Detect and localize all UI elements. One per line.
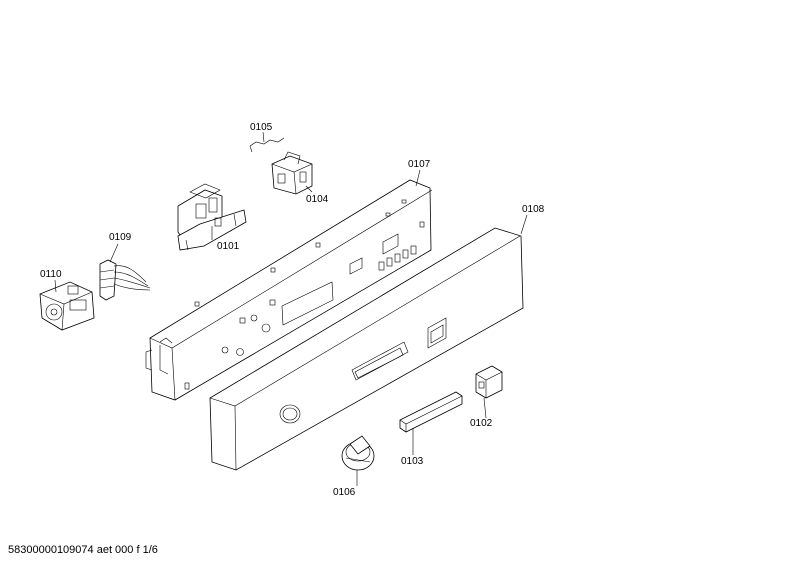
label-0108: 0108 [522, 204, 545, 215]
part-0102-button [475, 365, 503, 399]
part-0104-switch [271, 151, 313, 195]
leader-lines [54, 131, 528, 486]
label-0103: 0103 [401, 456, 424, 467]
label-0101: 0101 [217, 241, 240, 252]
label-0106: 0106 [333, 487, 356, 498]
part-0109-connector [99, 259, 151, 301]
label-0105: 0105 [250, 122, 273, 133]
part-0105-wire [249, 137, 285, 153]
part-0107-frame [145, 179, 433, 401]
label-0109: 0109 [109, 232, 132, 243]
part-0103-lightbar [399, 391, 463, 433]
part-labels: 0101 0102 0103 0104 0105 0106 0107 0108 … [40, 122, 545, 498]
label-0102: 0102 [470, 418, 493, 429]
label-0104: 0104 [306, 194, 329, 205]
label-0110: 0110 [40, 269, 62, 280]
part-0106-knob [341, 435, 375, 471]
part-0108-fascia [209, 227, 524, 471]
part-0110-timer [39, 281, 95, 331]
document-footer: 58300000109074 aet 000 f 1/6 [8, 544, 158, 556]
label-0107: 0107 [408, 159, 431, 170]
